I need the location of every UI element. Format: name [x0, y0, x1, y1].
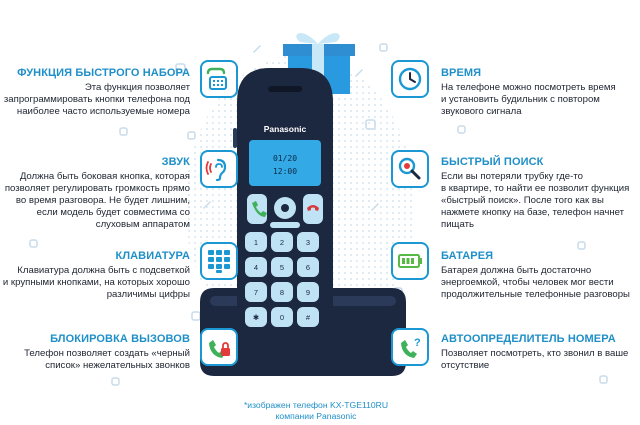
- keypad-key-label: 0: [280, 313, 284, 322]
- keypad-key: [271, 232, 293, 252]
- feature-speed-dial-line: запрограммировать кнопки телефона под: [3, 94, 190, 105]
- feature-quick-search-line: Если вы потеряли трубку где-то: [441, 171, 583, 182]
- ear-icon: [205, 158, 227, 182]
- keypad-key-label: 8: [280, 288, 284, 297]
- call-block-tile: [200, 328, 238, 366]
- feature-speed-dial-title: ФУНКЦИЯ БЫСТРОГО НАБОРА: [17, 67, 190, 79]
- screen-time: 12:00: [273, 167, 297, 176]
- keypad-key-label: 7: [254, 288, 258, 297]
- keypad-key: [271, 282, 293, 302]
- feature-battery: БАТАРЕЯ Батарея должна быть достаточно э…: [441, 250, 638, 301]
- feature-quick-search-title: БЫСТРЫЙ ПОИСК: [441, 156, 544, 168]
- feature-battery-line: продолжительные телефонные разговоры: [441, 289, 630, 300]
- keypad-key-label: 1: [254, 238, 258, 247]
- feature-sound-line: Должна быть боковая кнопка, которая: [19, 171, 190, 182]
- image-caption: *изображен телефон KX-TGE110RU компании …: [216, 400, 416, 422]
- feature-call-block: БЛОКИРОВКА ВЫЗОВОВ Телефон позволяет соз…: [2, 333, 190, 372]
- feature-time-line: звукового сигнала: [441, 106, 522, 117]
- feature-keyboard: КЛАВИАТУРА Клавиатура должна быть с подс…: [2, 250, 190, 301]
- feature-caller-id: АВТООПРЕДЕЛИТЕЛЬ НОМЕРА Позволяет посмот…: [441, 333, 638, 372]
- feature-sound-line: если модель будет совместима со: [36, 207, 190, 218]
- feature-quick-search-line: в квартире, то найти ее позволит функция: [441, 183, 630, 194]
- speed-dial-tile: [200, 60, 238, 98]
- battery-icon: [398, 254, 422, 268]
- earpiece: [268, 86, 302, 92]
- keypad-key: [297, 282, 319, 302]
- feature-quick-search-line: пищать: [441, 219, 474, 230]
- phone-screen: [249, 140, 321, 186]
- feature-speed-dial: ФУНКЦИЯ БЫСТРОГО НАБОРА Эта функция позв…: [2, 67, 190, 118]
- feature-time-title: ВРЕМЯ: [441, 67, 482, 79]
- feature-quick-search-line: «быстрый поиск». После того как вы: [441, 195, 604, 206]
- keypad-key: [271, 307, 293, 327]
- call-key-icon: [252, 201, 267, 217]
- keypad-key-label: 5: [280, 263, 284, 272]
- keypad-key: [245, 307, 267, 327]
- feature-time: ВРЕМЯ На телефоне можно посмотреть время…: [441, 67, 638, 118]
- phone-lock-icon: [209, 340, 230, 358]
- keypad-key: [297, 307, 319, 327]
- feature-keyboard-line: различимы цифры: [106, 289, 190, 300]
- caller-id-tile: ?: [391, 328, 429, 366]
- feature-keyboard-line: Клавиатура должна быть с подсветкой: [17, 265, 190, 276]
- feature-sound: ЗВУК Должна быть боковая кнопка, которая…: [2, 156, 190, 231]
- center-key: [270, 222, 300, 228]
- screen-date: 01/20: [273, 154, 297, 163]
- feature-caller-id-line: Позволяет посмотреть, кто звонил в ваше: [441, 348, 629, 359]
- feature-battery-line: Батарея должна быть достаточно: [441, 265, 592, 276]
- keypad-key-label: 3: [306, 238, 310, 247]
- keypad-key-label: 9: [306, 288, 310, 297]
- sound-tile: [200, 150, 238, 188]
- quick-search-tile: [391, 150, 429, 188]
- battery-tile: [391, 242, 429, 280]
- feature-keyboard-title: КЛАВИАТУРА: [115, 250, 190, 262]
- keypad-key: [297, 257, 319, 277]
- feature-call-block-line: список» нежелательных звонков: [45, 360, 190, 371]
- keypad-key-label: 6: [306, 263, 310, 272]
- feature-sound-title: ЗВУК: [161, 156, 190, 168]
- keypad-key: [245, 282, 267, 302]
- feature-call-block-line: Телефон позволяет создать «черный: [24, 348, 190, 359]
- end-key-icon: [307, 205, 319, 211]
- time-tile: [391, 60, 429, 98]
- keypad-key-label: ✱: [253, 313, 260, 322]
- feature-time-line: и установить будильник с повтором: [441, 94, 600, 105]
- keypad-icon: [208, 250, 230, 273]
- feature-quick-search-line: нажмете кнопку на базе, телефон начнет: [441, 207, 625, 218]
- phone-question-icon: ?: [401, 337, 421, 358]
- brand-logo: Panasonic: [264, 124, 307, 134]
- keypad-key: [271, 257, 293, 277]
- feature-sound-line: слуховым аппаратом: [95, 219, 190, 230]
- feature-caller-id-line: отсутствие: [441, 360, 490, 371]
- keypad-key-label: 4: [254, 263, 258, 272]
- volume-side-button: [233, 128, 237, 148]
- feature-time-line: На телефоне можно посмотреть время: [441, 82, 616, 93]
- svg-text:?: ?: [414, 337, 421, 349]
- feature-caller-id-title: АВТООПРЕДЕЛИТЕЛЬ НОМЕРА: [441, 333, 616, 345]
- phone-keypad: 1 2 3 4 5 6 7 8 9 ✱ 0 #: [245, 232, 319, 327]
- keyboard-tile: [200, 242, 238, 280]
- caption-line-1: *изображен телефон KX-TGE110RU: [243, 400, 389, 410]
- feature-quick-search: БЫСТРЫЙ ПОИСК Если вы потеряли трубку гд…: [441, 156, 638, 231]
- feature-speed-dial-line: Эта функция позволяет: [84, 82, 190, 93]
- clock-icon: [398, 67, 422, 91]
- caption-line-2: компании Panasonic: [275, 411, 357, 421]
- magnifier-icon: [398, 157, 421, 180]
- feature-sound-line: позволяет регулировать громкость прямо: [4, 183, 190, 194]
- feature-call-block-title: БЛОКИРОВКА ВЫЗОВОВ: [50, 333, 190, 345]
- end-key: [303, 194, 323, 224]
- feature-battery-title: БАТАРЕЯ: [441, 250, 494, 262]
- keypad-key-label: 2: [280, 238, 284, 247]
- keypad-key: [245, 232, 267, 252]
- feature-sound-line: во время разговора. Не будет лишним,: [15, 195, 190, 206]
- feature-battery-line: энергоемкой, чтобы человек мог вести: [441, 277, 614, 288]
- feature-keyboard-line: и крупными кнопками, на которых хорошо: [2, 277, 190, 288]
- phone-dial-icon: [206, 67, 227, 90]
- feature-speed-dial-line: наиболее часто используемые номера: [16, 106, 190, 117]
- keypad-key-label: #: [306, 313, 311, 322]
- keypad-key: [245, 257, 267, 277]
- keypad-key: [297, 232, 319, 252]
